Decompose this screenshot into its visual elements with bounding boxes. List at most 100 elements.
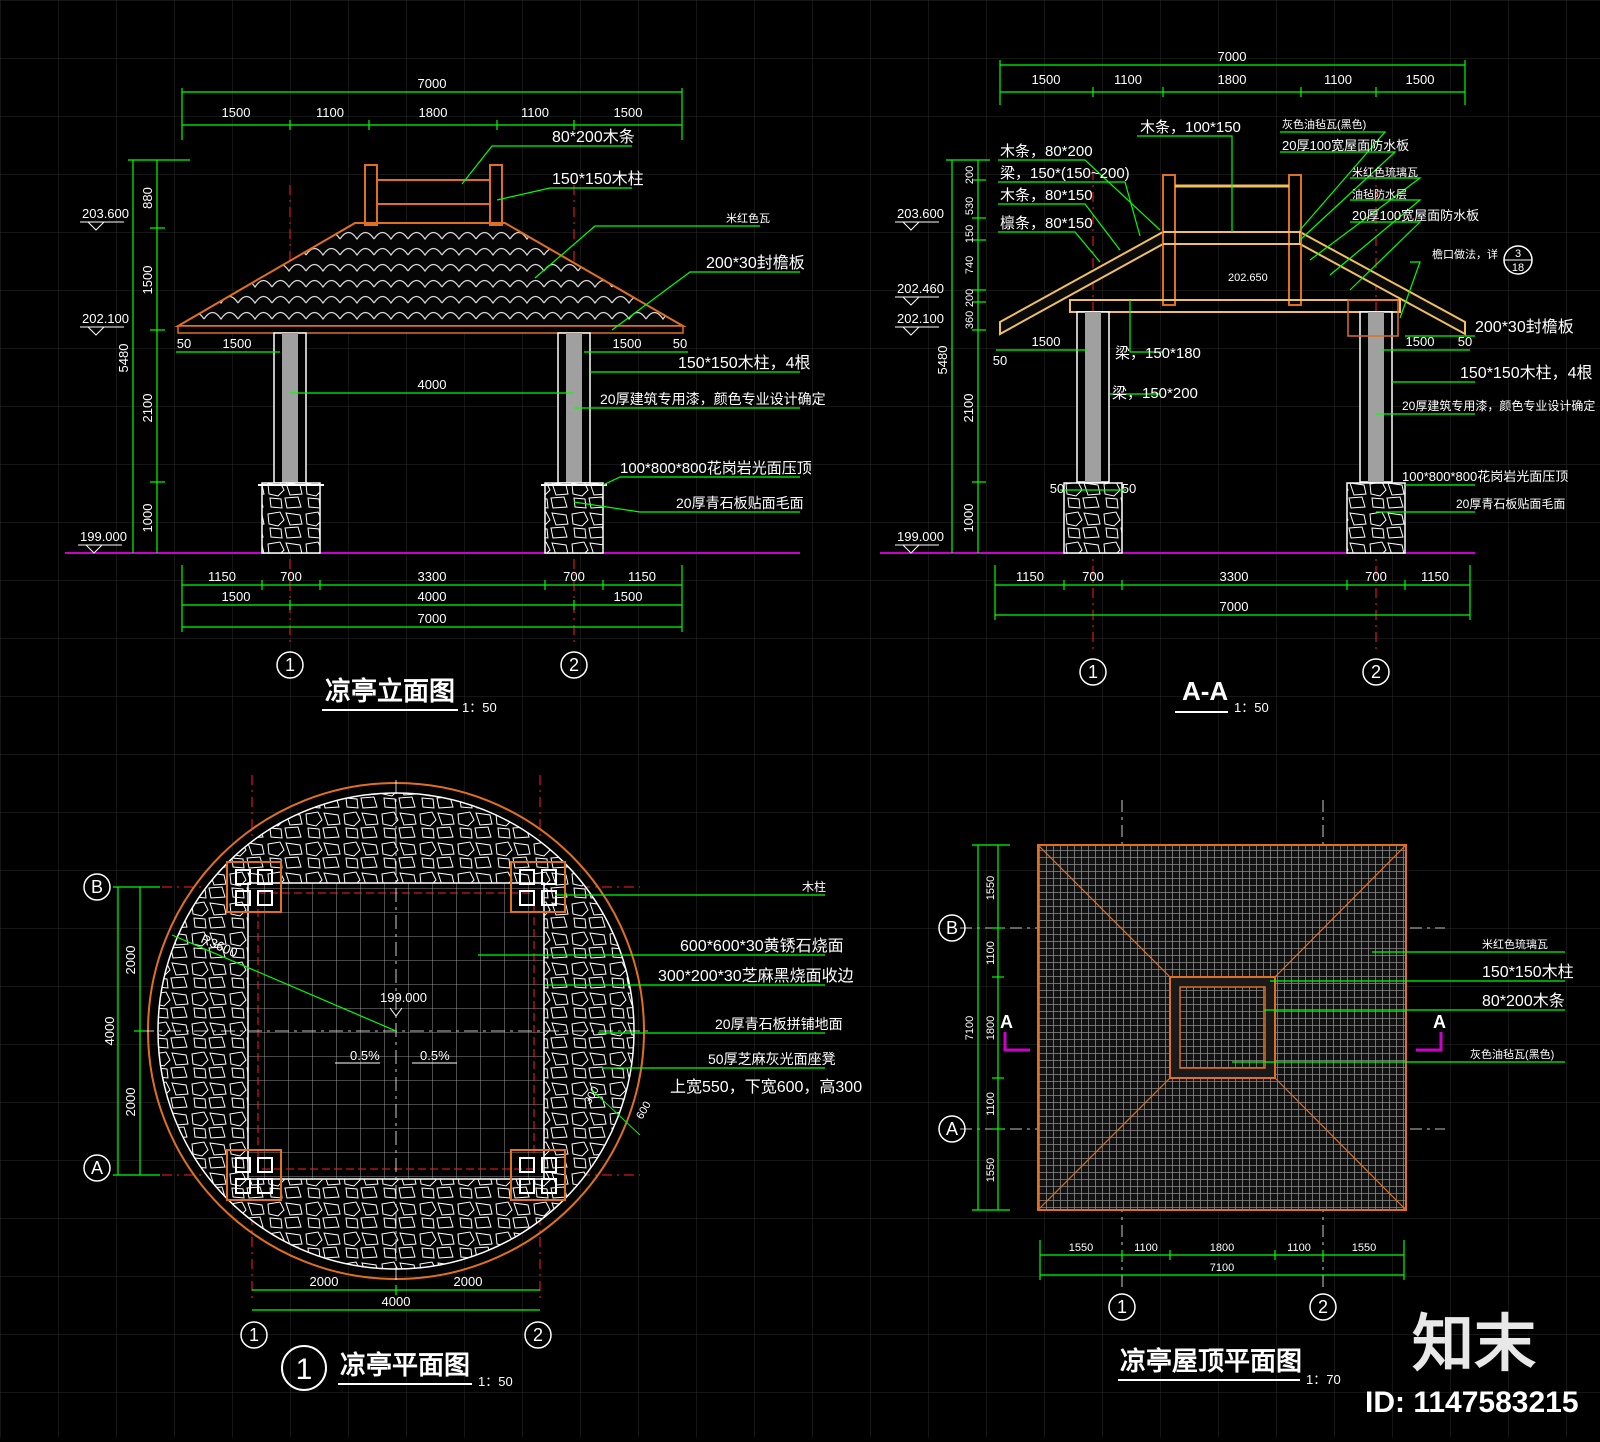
elev-span: 4000 [418,377,447,392]
roof-leaders [1232,951,1565,1063]
roof-annotation: 150*150木柱 [1482,963,1574,981]
plan-left-dim: 2000 [123,1088,138,1117]
sec-right-note: 20厚100宽屋面防水板 [1352,208,1479,223]
elev-level: 199.000 [80,529,127,544]
section-view: 7000 1500 1100 1800 1100 1500 200 530 15… [880,49,1595,715]
elev-annotation: 20厚建筑专用漆，颜色专业设计确定 [600,391,826,407]
sec-level-marks [895,221,939,554]
sec-right-note: 油毡防水层 [1352,187,1407,201]
roof-left-dim: 1100 [985,941,997,965]
fascia-board [177,325,684,334]
sec-top-dim: 1800 [1218,72,1247,87]
axis-bubble-2 [524,1321,552,1349]
roof-bottom-dim: 1550 [1069,1242,1093,1254]
sec-eave-dim: 1500 [1406,334,1435,349]
roof-left-dim: 1800 [985,1016,997,1040]
elev-left-dim: 880 [140,187,155,209]
elev-top-dim: 1100 [521,105,549,120]
roof-plan-view: 1550 1100 7100 1800 1100 1550 B A A A 15… [938,800,1574,1387]
elev-left-dim: 2100 [140,394,155,423]
sec-center-note: 梁，150*200 [1112,385,1198,402]
elev-annotation: 150*150木柱 [552,170,644,188]
sec-left-dim: 360 [964,311,976,329]
elev-top-dim-lines [181,88,683,140]
sec-level: 202.460 [897,281,944,296]
sec-left-dim: 1000 [961,504,976,533]
elev-level: 203.600 [82,206,129,221]
axis-bubble-2 [1362,658,1390,686]
axis-label: 1 [249,1325,259,1345]
sec-top-dim: 1100 [1324,72,1352,87]
sec-top-total: 7000 [1218,49,1247,64]
plan-annotation: 300*200*30芝麻黑烧面收边 [658,967,854,985]
sec-top-dim: 1100 [1114,72,1142,87]
elev-top-dim: 1100 [316,105,344,120]
column-base-left [1063,482,1123,554]
sec-right-note: 150*150木柱，4根 [1460,364,1593,382]
plan-left-dim-lines [113,886,160,1176]
elev-left-dim: 1500 [140,266,155,295]
section-mark-left [1003,1032,1030,1052]
axis-label: A [91,1158,103,1178]
sec-left-note: 木条，80*200 [1000,143,1093,160]
plan-bottom-dim: 2000 [310,1274,339,1289]
plan-column-squares [235,869,557,1194]
plan-bottom-dim-lines [252,1285,540,1311]
plan-column-boxes [226,861,566,1201]
roof-left-dim: 7100 [964,1016,976,1040]
elev-left-dim-lines [128,159,190,553]
axis-bubble-B [938,914,966,942]
column-left-fill [1085,312,1101,482]
sec-top-dim-lines [999,60,1466,105]
sec-left-note: 木条，80*150 [1000,187,1093,204]
elev-annotation: 200*30封檐板 [706,254,805,272]
elev-bottom-dim: 1500 [222,589,251,604]
roof-bottom-dim: 1800 [1210,1242,1234,1254]
axis-label: B [946,918,958,938]
sec-level: 203.600 [897,206,944,221]
sec-bottom-dim: 3300 [1220,569,1249,584]
sec-right-note: 灰色油毡瓦(黑色) [1282,117,1366,131]
plan-annotation: 上宽550，下宽600，高300 [670,1078,862,1096]
elev-annotation: 米红色瓦 [726,211,770,225]
plan-scale: 1：50 [478,1374,513,1389]
elev-bottom-dim: 700 [563,569,585,584]
watermark-id: ID: 1147583215 [1365,1386,1579,1419]
level-mark [389,1007,403,1017]
sec-bottom-dim-lines [994,565,1471,620]
column-base-left [261,482,321,554]
roof-annotation: 米红色琉璃瓦 [1482,937,1548,951]
section-title: A-A [1182,676,1228,706]
roof-bottom-total: 7100 [1210,1262,1234,1274]
roof-plan-scale: 1：70 [1306,1372,1341,1387]
roof-bottom-dim: 1550 [1352,1242,1376,1254]
sec-bottom-dim: 700 [1365,569,1387,584]
axis-label: 1 [285,655,295,675]
plan-leaders [478,894,825,1069]
sec-eave-dim-lines [996,349,1470,491]
cupola-post-left [1162,174,1176,306]
sec-post-dim: 50 [1050,481,1064,496]
roof-hip-lines [1037,844,1407,1211]
section-scale: 1：50 [1234,700,1269,715]
roof-annotation: 灰色油毡瓦(黑色) [1470,1047,1554,1061]
sec-center-note: 木条，100*150 [1140,119,1241,136]
sec-bottom-dim: 700 [1082,569,1104,584]
sec-right-note: 100*800*800花岗岩光面压顶 [1402,469,1568,484]
sec-level: 202.100 [897,311,944,326]
axis-bubble-A [83,1154,111,1182]
sec-left-dim: 150 [964,225,976,243]
elev-left-dim: 1000 [140,504,155,533]
sec-left-note: 檩条，80*150 [1000,214,1093,232]
elev-bottom-dim: 1150 [628,569,656,584]
elev-bottom-dim-lines [181,565,683,632]
elev-left-dim: 5480 [116,344,131,373]
section-mark-label: A [1000,1012,1013,1032]
elev-bottom-dim: 3300 [418,569,447,584]
axis-label: 2 [533,1325,543,1345]
roof-left-dim: 1550 [985,876,997,900]
axis-bubble-1 [1108,1293,1136,1321]
roof-left-dim-lines [972,844,1010,1211]
roof-bottom-dim: 1100 [1134,1242,1158,1254]
